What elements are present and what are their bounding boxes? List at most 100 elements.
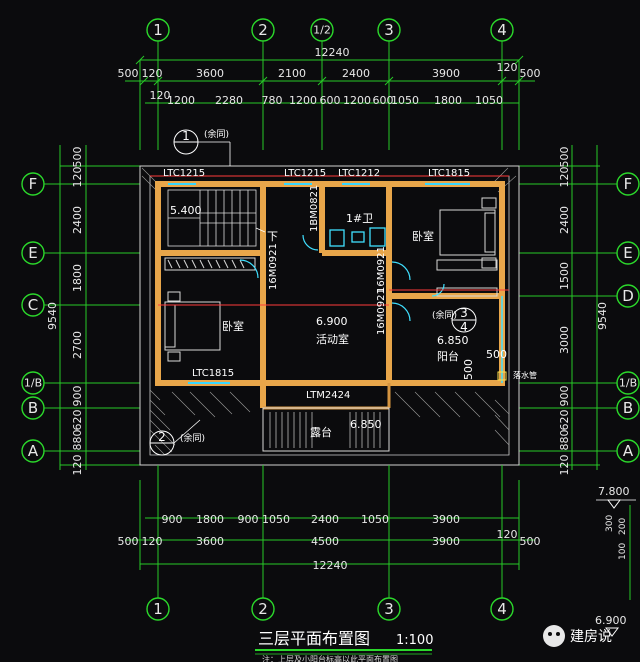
svg-text:120: 120 <box>142 67 163 80</box>
svg-text:B: B <box>28 399 38 417</box>
bottom-grid-bubbles: 1 2 3 4 <box>146 597 514 621</box>
title-text: 三层平面布置图 <box>258 629 370 648</box>
svg-text:3600: 3600 <box>196 535 224 548</box>
svg-text:300: 300 <box>605 515 615 532</box>
svg-text:2: 2 <box>258 21 268 39</box>
svg-text:120: 120 <box>558 167 571 188</box>
svg-text:900: 900 <box>238 513 259 526</box>
grid-bubble-left-C: C <box>21 293 45 317</box>
bath-fixtures <box>329 227 386 247</box>
main-door-label: LTM2424 <box>306 390 350 401</box>
room-labels: 5.400 下 1#卫 卧室 卧室 6.900 活动室 6.850 阳台 露台 … <box>170 204 537 439</box>
grid-bubble-left-F: F <box>21 172 45 196</box>
balcony-dim2: 500 <box>462 359 475 380</box>
bath-label: 1#卫 <box>346 212 373 225</box>
svg-text:120: 120 <box>71 167 84 188</box>
svg-text:2100: 2100 <box>278 67 306 80</box>
grid-bubble-top-3: 3 <box>377 18 401 42</box>
svg-text:900: 900 <box>162 513 183 526</box>
svg-text:6.900: 6.900 <box>595 614 627 627</box>
window-label-5: LTC1815 <box>192 368 234 379</box>
svg-text:1200: 1200 <box>289 94 317 107</box>
svg-text:2400: 2400 <box>342 67 370 80</box>
svg-text:500: 500 <box>520 67 541 80</box>
grid-bubble-bottom-4: 4 <box>490 597 514 621</box>
grid-bubble-right-B: B <box>616 396 640 420</box>
svg-text:1050: 1050 <box>391 94 419 107</box>
balcony-dim: 500 <box>486 348 507 361</box>
svg-text:7.800: 7.800 <box>598 485 630 498</box>
svg-text:3900: 3900 <box>432 513 460 526</box>
svg-text:120: 120 <box>142 535 163 548</box>
svg-text:4: 4 <box>460 320 468 334</box>
svg-text:3600: 3600 <box>196 67 224 80</box>
grid-bubble-top-1: 1 <box>146 18 170 42</box>
svg-text:4500: 4500 <box>311 535 339 548</box>
svg-text:1/B: 1/B <box>619 377 637 390</box>
svg-text:120: 120 <box>497 528 518 541</box>
left-total-dim: 9540 <box>46 302 59 330</box>
right-grid-bubbles: F E D 1/B B A <box>616 172 640 463</box>
svg-text:600: 600 <box>373 94 394 107</box>
grid-bubble-top-1-2: 1/2 <box>310 18 334 42</box>
svg-text:3900: 3900 <box>432 67 460 80</box>
svg-text:2: 2 <box>158 430 166 444</box>
top-grid-bubbles: 1 2 1/2 3 4 <box>146 18 514 42</box>
svg-text:3: 3 <box>384 21 394 39</box>
grid-bubble-right-1B: 1/B <box>616 371 640 395</box>
grid-bubble-top-2: 2 <box>251 18 275 42</box>
svg-text:3900: 3900 <box>432 535 460 548</box>
svg-text:1500: 1500 <box>558 262 571 290</box>
svg-text:1/B: 1/B <box>24 377 42 390</box>
section-marker-34: 3 4 (余同) <box>432 306 477 334</box>
left-dims: 500 120 2400 1800 2700 900 620 880 120 <box>71 147 84 476</box>
building <box>139 165 520 466</box>
grid-bubble-bottom-2: 2 <box>251 597 275 621</box>
top-dims-row-2: 120 1200 2280 780 1200 600 1200 600 1050… <box>150 89 504 107</box>
bottom-total-dim: 12240 <box>313 559 348 572</box>
svg-text:120: 120 <box>150 89 171 102</box>
section-marker-1: 1 (余同) <box>173 128 231 166</box>
svg-text:1050: 1050 <box>361 513 389 526</box>
bedroom-ne-label: 卧室 <box>412 229 434 243</box>
svg-text:100: 100 <box>618 543 628 560</box>
stair-elevation: 5.400 <box>170 204 202 217</box>
svg-text:A: A <box>623 442 634 460</box>
svg-text:120: 120 <box>558 455 571 476</box>
door-label-4: 16M0921 <box>376 246 387 293</box>
svg-text:2280: 2280 <box>215 94 243 107</box>
svg-text:C: C <box>28 296 38 314</box>
svg-text:2: 2 <box>258 600 268 618</box>
svg-text:3: 3 <box>460 306 468 320</box>
svg-text:2400: 2400 <box>311 513 339 526</box>
grid-bubble-left-E: E <box>21 241 45 265</box>
svg-text:(余同): (余同) <box>180 432 205 444</box>
svg-text:F: F <box>624 175 633 193</box>
svg-text:900: 900 <box>558 386 571 407</box>
svg-text:1/2: 1/2 <box>313 24 331 37</box>
svg-text:600: 600 <box>320 94 341 107</box>
svg-text:620: 620 <box>71 410 84 431</box>
right-total-dim: 9540 <box>596 302 609 330</box>
stair-down-label: 下 <box>267 230 278 243</box>
svg-text:120: 120 <box>497 61 518 74</box>
balcony-elevation: 6.850 <box>437 334 469 347</box>
grid-bubble-left-1B: 1/B <box>21 371 45 395</box>
grid-bubble-right-E: E <box>616 241 640 265</box>
svg-text:620: 620 <box>558 410 571 431</box>
title-scale: 1:100 <box>396 633 433 648</box>
grid-bubble-left-A: A <box>21 439 45 463</box>
svg-text:1200: 1200 <box>343 94 371 107</box>
grid-bubble-right-A: A <box>616 439 640 463</box>
beds <box>164 197 497 362</box>
svg-text:(余同): (余同) <box>432 309 457 321</box>
svg-text:4: 4 <box>497 21 507 39</box>
drawing-title: 三层平面布置图 1:100 注：上层及小阳台标高以此平面布置图 <box>255 629 433 662</box>
activity-room-label: 活动室 <box>316 332 349 346</box>
opening-labels: LTC1215 LTC1215 LTC1212 LTC1815 LTC1815 … <box>163 168 470 401</box>
elevation-markers: 7.800 300 200 100 6.900 <box>595 485 636 637</box>
svg-text:B: B <box>623 399 633 417</box>
bedroom-w-label: 卧室 <box>222 319 244 333</box>
